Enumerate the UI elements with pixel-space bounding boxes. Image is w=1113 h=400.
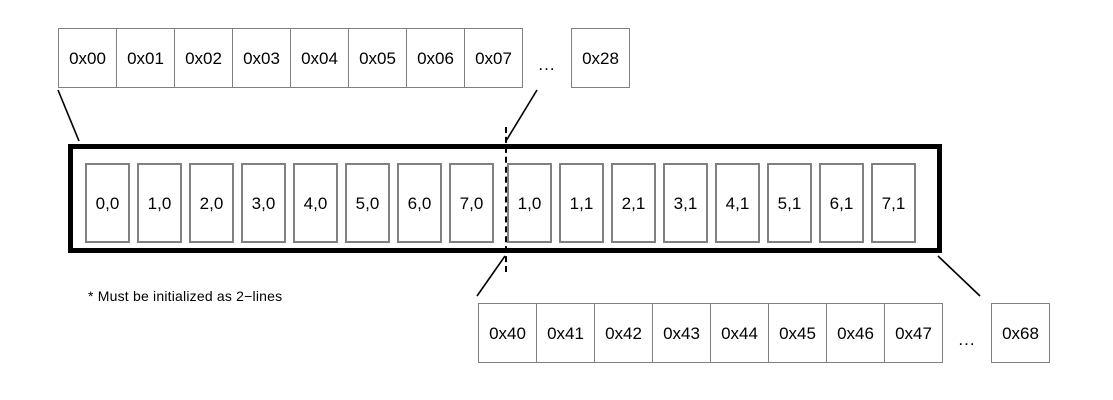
- half-line-divider: [505, 127, 507, 272]
- cache-word-cell: 3,0: [241, 163, 286, 243]
- initialization-note: * Must be initialized as 2−lines: [88, 288, 283, 304]
- address-cell: 0x06: [406, 28, 465, 88]
- cache-word-cell: 5,1: [767, 163, 812, 243]
- cache-word-cell: 5,0: [345, 163, 390, 243]
- cache-word-cell: 2,1: [611, 163, 656, 243]
- connector-lower-right: [937, 255, 981, 297]
- cache-word-cell: 4,0: [293, 163, 338, 243]
- address-cell: 0x40: [478, 303, 537, 363]
- cache-line-cells: 0,0 1,0 2,0 3,0 4,0 5,0 6,0 7,0 1,0 1,1 …: [85, 163, 923, 243]
- connector-lower-left: [476, 255, 506, 297]
- connector-upper-right: [505, 89, 538, 142]
- address-cell: 0x44: [710, 303, 769, 363]
- connector-upper-left: [57, 89, 80, 142]
- address-cell: 0x47: [884, 303, 943, 363]
- address-cell: 0x01: [116, 28, 175, 88]
- address-cell-tail: 0x68: [991, 303, 1050, 363]
- address-cell: 0x04: [290, 28, 349, 88]
- address-cell: 0x07: [464, 28, 523, 88]
- cache-word-cell: 7,0: [449, 163, 494, 243]
- cache-word-cell: 1,0: [137, 163, 182, 243]
- cache-word-cell: 7,1: [871, 163, 916, 243]
- address-cell-tail: 0x28: [571, 28, 630, 88]
- lower-row-ellipsis: ...: [958, 330, 976, 349]
- address-cell: 0x02: [174, 28, 233, 88]
- cache-word-cell: 3,1: [663, 163, 708, 243]
- address-cell: 0x46: [826, 303, 885, 363]
- upper-address-row: 0x00 0x01 0x02 0x03 0x04 0x05 0x06 0x07 …: [58, 28, 630, 88]
- cache-word-cell: 4,1: [715, 163, 760, 243]
- upper-row-ellipsis: ...: [538, 55, 556, 74]
- cache-word-cell: 6,1: [819, 163, 864, 243]
- lower-address-row: 0x40 0x41 0x42 0x43 0x44 0x45 0x46 0x47 …: [478, 303, 1050, 363]
- address-cell: 0x00: [58, 28, 117, 88]
- cache-word-cell: 0,0: [85, 163, 130, 243]
- address-cell: 0x41: [536, 303, 595, 363]
- address-cell: 0x43: [652, 303, 711, 363]
- cache-word-cell: 1,0: [507, 163, 552, 243]
- cache-word-cell: 2,0: [189, 163, 234, 243]
- cache-word-cell: 1,1: [559, 163, 604, 243]
- cache-word-cell: 6,0: [397, 163, 442, 243]
- address-cell: 0x45: [768, 303, 827, 363]
- address-cell: 0x42: [594, 303, 653, 363]
